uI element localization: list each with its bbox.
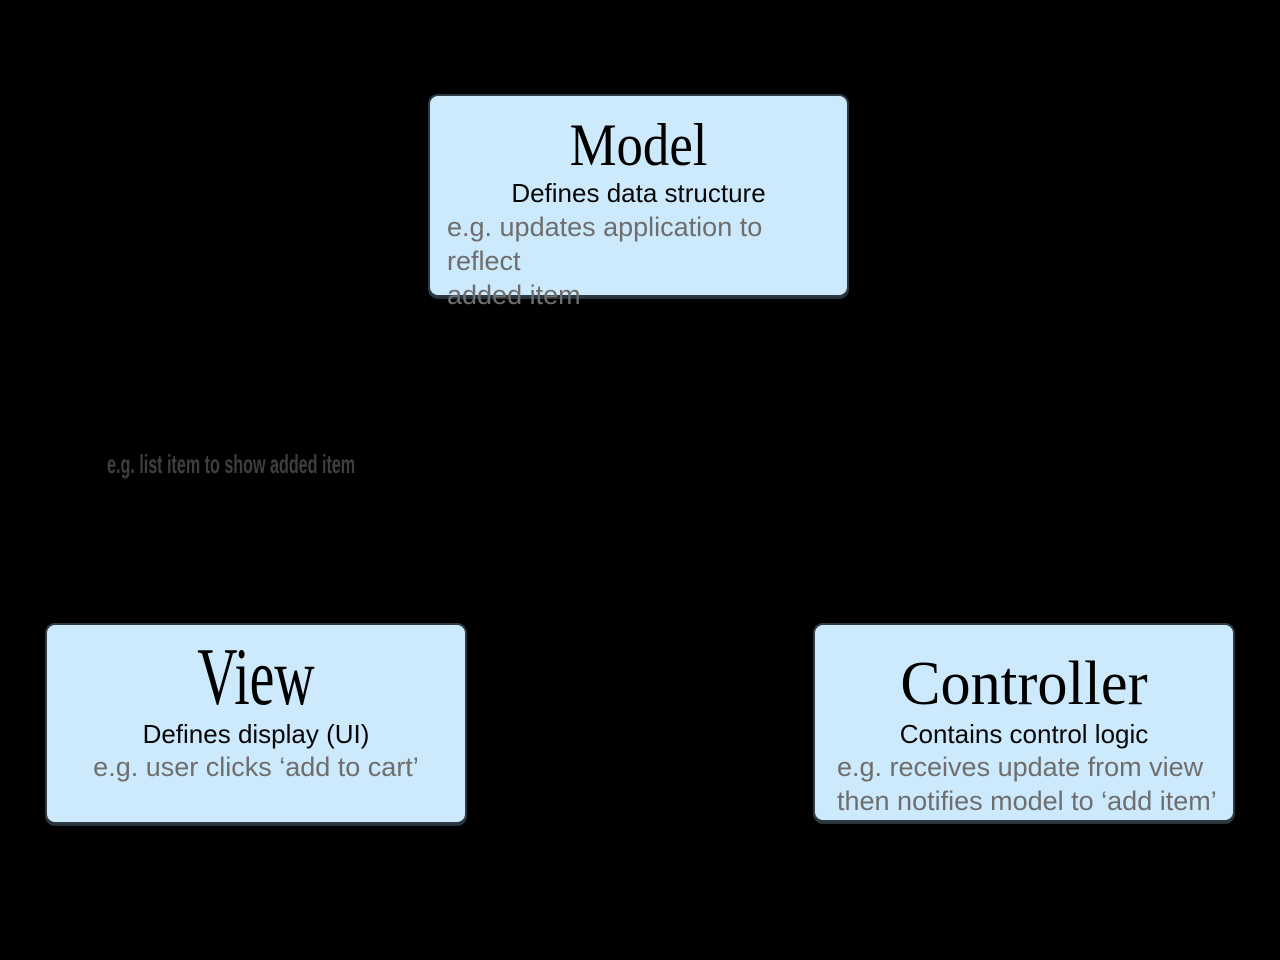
model-box: Model Defines data structure e.g. update… (428, 94, 849, 310)
controller-subtitle: Contains control logic (899, 719, 1149, 749)
controller-note-line-1: e.g. receives update from view (837, 752, 1204, 782)
controller-box: Controller Contains control logic e.g. r… (813, 623, 1235, 822)
view-title: View (197, 631, 315, 722)
view-subtitle: Defines display (UI) (142, 719, 370, 749)
model-note-line-2: added item (447, 280, 581, 310)
model-to-view-annotation: e.g. list item to show added item (107, 449, 356, 479)
controller-title: Controller (900, 650, 1148, 718)
model-note: e.g. updates application to reflect adde… (430, 210, 847, 312)
model-note-line-1: e.g. updates application to reflect (447, 212, 763, 276)
view-box: View Defines display (UI) e.g. user clic… (45, 623, 467, 824)
view-note-line-1: e.g. user clicks ‘add to cart’ (93, 752, 419, 782)
controller-note-line-2: then notifies model to ‘add item’ (837, 786, 1217, 816)
controller-note: e.g. receives update from view then noti… (815, 750, 1233, 818)
model-title: Model (569, 112, 708, 178)
view-note: e.g. user clicks ‘add to cart’ (47, 750, 465, 784)
model-subtitle: Defines data structure (511, 178, 766, 208)
